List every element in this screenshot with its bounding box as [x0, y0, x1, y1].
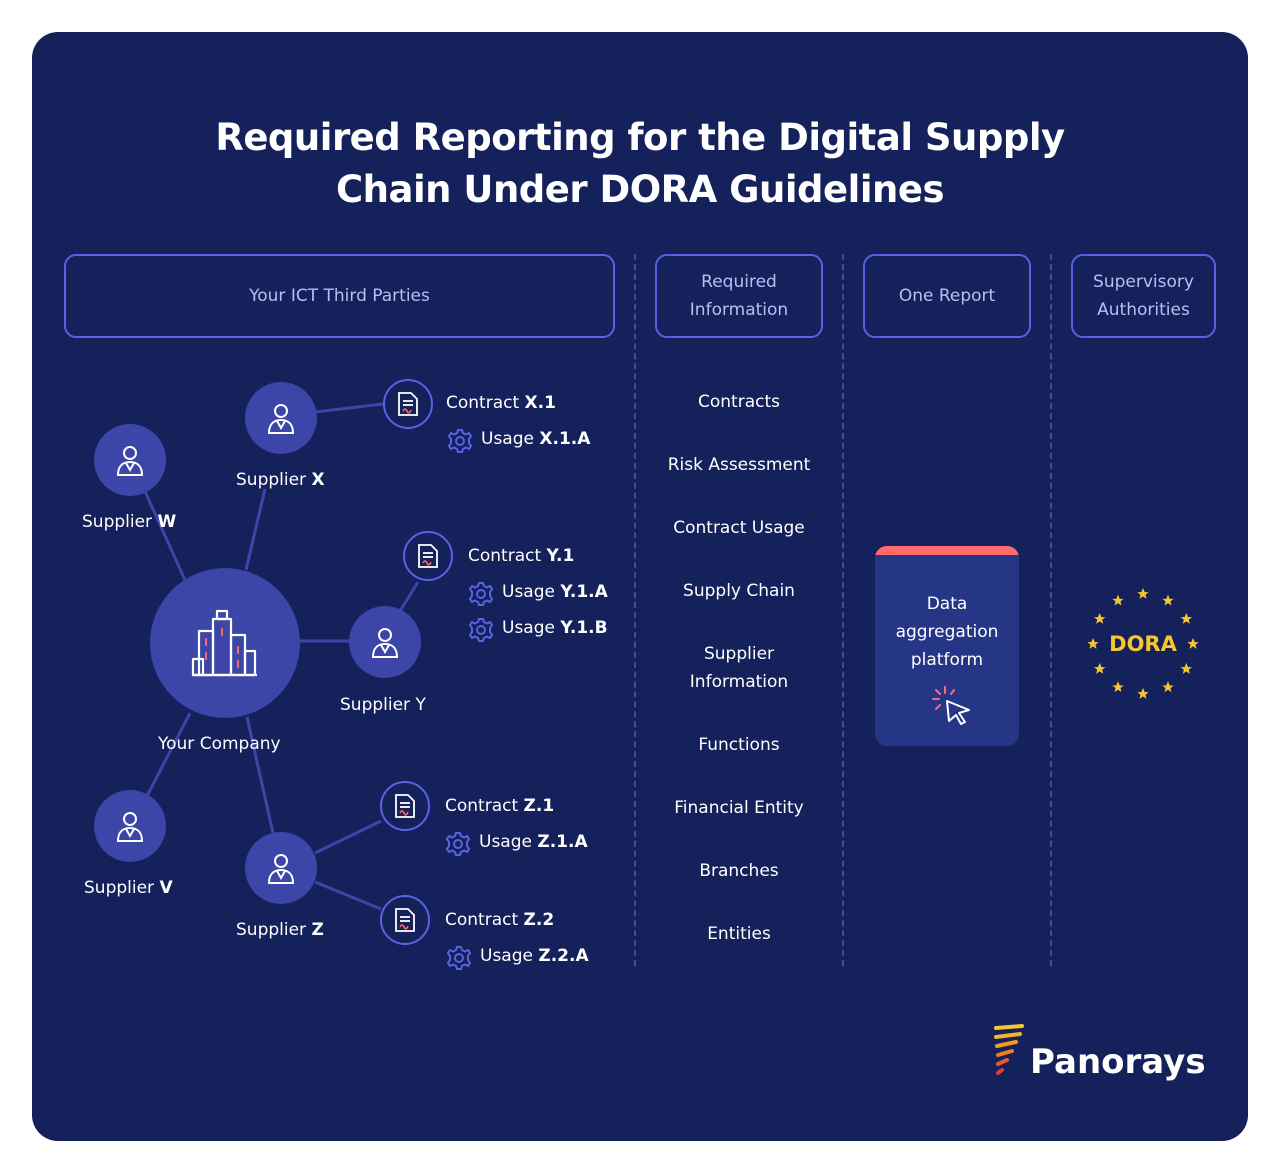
cursor-click-icon	[932, 686, 970, 725]
supplier-v-node	[94, 790, 166, 862]
required-item-branches: Branches	[699, 861, 779, 881]
contract-y1-label: Contract Y.1	[468, 546, 575, 566]
connector-v	[145, 712, 192, 797]
company-label: Your Company	[158, 734, 281, 754]
required-item-entities: Entities	[707, 924, 771, 944]
usage-y1a-label: Usage Y.1.A	[502, 582, 608, 602]
building-icon	[191, 609, 257, 677]
supplier-x-node	[245, 382, 317, 454]
panorays-logo-text: Panorays	[1030, 1042, 1206, 1082]
required-item-supply-chain: Supply Chain	[683, 581, 795, 601]
supplier-y-node	[349, 606, 421, 678]
supplier-information-line-1: Supplier	[703, 644, 775, 664]
supplier-v-label: Supplier V	[84, 878, 173, 898]
supplier-information-line-2: Information	[689, 672, 789, 692]
required-item-supplier-information: Supplier Information	[655, 640, 823, 696]
title-line-2: Chain Under DORA Guidelines	[336, 168, 944, 211]
header-ict-third-parties: Your ICT Third Parties	[64, 254, 615, 338]
person-icon	[116, 812, 144, 842]
header-supervisory-authorities: Supervisory Authorities	[1071, 254, 1216, 338]
contract-z2-node	[380, 895, 430, 945]
header-one-report: One Report	[863, 254, 1031, 338]
connector-contract-z1	[314, 819, 382, 855]
column-divider	[1050, 254, 1052, 966]
header-required-information: Required Information	[655, 254, 823, 338]
title-line-1: Required Reporting for the Digital Suppl…	[215, 116, 1065, 159]
person-icon	[116, 446, 144, 476]
person-icon	[267, 854, 295, 884]
supplier-z-label: Supplier Z	[236, 920, 324, 940]
contract-z2-label: Contract Z.2	[445, 910, 555, 930]
usage-y1b-label: Usage Y.1.B	[502, 618, 608, 638]
gear-icon	[447, 429, 473, 453]
header-supervisory-line-2: Authorities	[1097, 300, 1190, 320]
platform-accent-bar	[875, 546, 1019, 555]
gear-icon	[446, 946, 472, 970]
document-icon	[395, 794, 415, 818]
required-item-financial-entity: Financial Entity	[674, 798, 804, 818]
header-required-line-1: Required	[701, 272, 777, 292]
dora-label: DORA	[1109, 632, 1177, 656]
supplier-x-label: Supplier X	[236, 470, 325, 490]
data-aggregation-platform-card: Data aggregation platform	[875, 546, 1019, 746]
supplier-z-node	[245, 832, 317, 904]
contract-y1-node	[403, 531, 453, 581]
contract-z1-label: Contract Z.1	[445, 796, 555, 816]
document-icon	[418, 544, 438, 568]
contract-x1-node	[383, 379, 433, 429]
required-item-risk-assessment: Risk Assessment	[667, 455, 811, 475]
required-item-functions: Functions	[698, 735, 780, 755]
document-icon	[398, 392, 418, 416]
company-node	[150, 568, 300, 718]
usage-z1a-label: Usage Z.1.A	[479, 832, 588, 852]
contract-z1-node	[380, 781, 430, 831]
required-item-contract-usage: Contract Usage	[673, 518, 805, 538]
header-one-report-label: One Report	[898, 286, 996, 306]
supplier-y-label: Supplier Y	[340, 695, 426, 715]
dora-emblem: DORA	[1083, 584, 1203, 704]
gear-icon	[468, 582, 494, 606]
usage-z2a-label: Usage Z.2.A	[480, 946, 589, 966]
column-divider	[842, 254, 844, 966]
usage-x1a-label: Usage X.1.A	[481, 429, 591, 449]
header-ict-third-parties-label: Your ICT Third Parties	[249, 286, 430, 306]
panorays-logo-icon	[994, 1024, 1024, 1075]
connector-z	[245, 716, 275, 834]
person-icon	[267, 404, 295, 434]
header-supervisory-line-1: Supervisory	[1093, 272, 1194, 292]
gear-icon	[445, 832, 471, 856]
connector-w	[141, 486, 187, 581]
platform-label: Data aggregation platform	[895, 594, 999, 670]
required-item-contracts: Contracts	[698, 392, 780, 412]
contract-x1-label: Contract X.1	[446, 393, 556, 413]
connector-contract-z2	[314, 880, 382, 911]
person-icon	[371, 628, 399, 658]
connector-contract-x1	[314, 402, 384, 414]
connector-contract-y1	[398, 581, 420, 612]
document-icon	[395, 908, 415, 932]
connector-x	[244, 488, 267, 571]
supplier-w-node	[94, 424, 166, 496]
gear-icon	[468, 618, 494, 642]
page-title: Required Reporting for the Digital Suppl…	[0, 112, 1280, 216]
header-required-line-2: Information	[689, 300, 789, 320]
column-divider	[634, 254, 636, 966]
supplier-w-label: Supplier W	[82, 512, 177, 532]
